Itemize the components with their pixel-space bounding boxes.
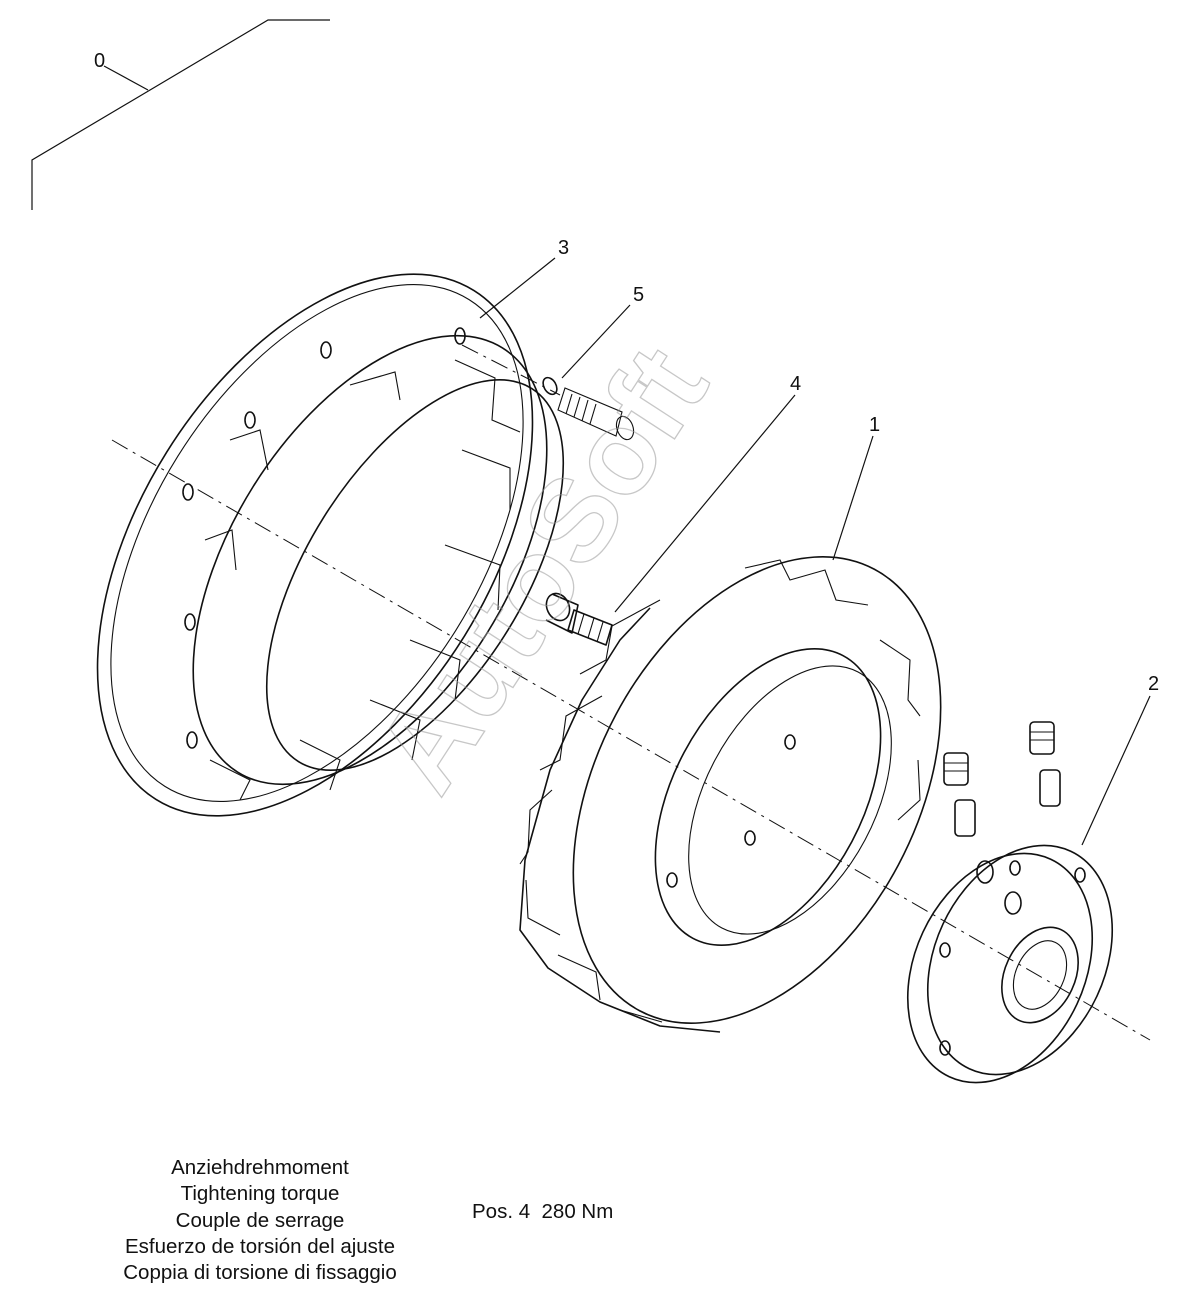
callout-4: 4 [790, 373, 801, 395]
torque-label-list: Anziehdrehmoment Tightening torque Coupl… [60, 1155, 460, 1286]
torque-label-fr: Couple de serrage [175, 1208, 345, 1232]
callout-2: 2 [1148, 673, 1159, 695]
splined-hub-part-2 [906, 721, 1114, 1084]
torque-position: Pos. 4 [472, 1200, 531, 1223]
torque-value: 280 Nm [541, 1200, 614, 1223]
torque-label-it: Coppia di torsione di fissaggio [123, 1261, 397, 1285]
callout-5: 5 [633, 284, 644, 306]
cap-screw-part-5 [542, 376, 635, 441]
socket-bolt-part-4 [545, 592, 613, 646]
torque-label-es: Esfuerzo de torsión del ajuste [124, 1234, 396, 1258]
torque-label-en: Tightening torque [180, 1182, 340, 1206]
callout-3: 3 [558, 237, 569, 259]
ring-gear-part-3 [96, 273, 565, 817]
torque-spec-block: Anziehdrehmoment Tightening torque Coupl… [60, 1155, 660, 1295]
callout-leaders: 3 5 4 1 2 [479, 237, 1159, 846]
callout-0: 0 [94, 50, 105, 72]
clutch-drum-part-1 [519, 556, 942, 1033]
torque-label-de: Anziehdrehmoment [171, 1156, 349, 1179]
callout-1: 1 [869, 414, 880, 436]
torque-spec: Pos. 4 280 Nm [472, 1200, 613, 1224]
assembly-bracket: 0 [31, 19, 330, 210]
